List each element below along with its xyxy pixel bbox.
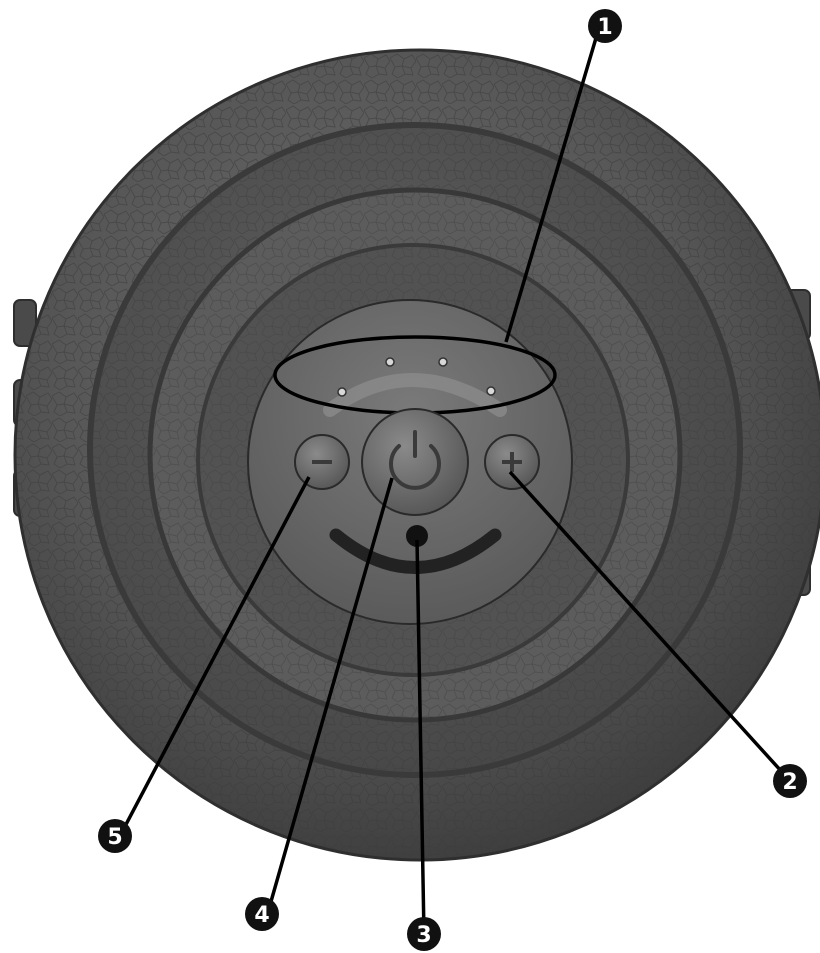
minus-icon [312,460,332,464]
callout-2: 2 [773,764,807,798]
minus-button[interactable] [295,435,349,489]
callout-4-label: 4 [254,903,269,928]
led-2 [386,358,394,366]
callout-5-label: 5 [107,825,122,850]
callout-3: 3 [407,917,441,951]
led-3 [439,358,447,366]
callout-3-label: 3 [416,923,431,948]
callout-1-label: 1 [597,15,612,40]
callout-4: 4 [245,897,279,931]
callout-2-label: 2 [782,770,797,795]
power-button[interactable] [362,409,468,515]
led-1 [338,388,346,396]
plus-button[interactable] [485,435,539,489]
callout-1: 1 [588,9,622,43]
led-4 [487,387,495,395]
callout-5: 5 [98,819,132,853]
